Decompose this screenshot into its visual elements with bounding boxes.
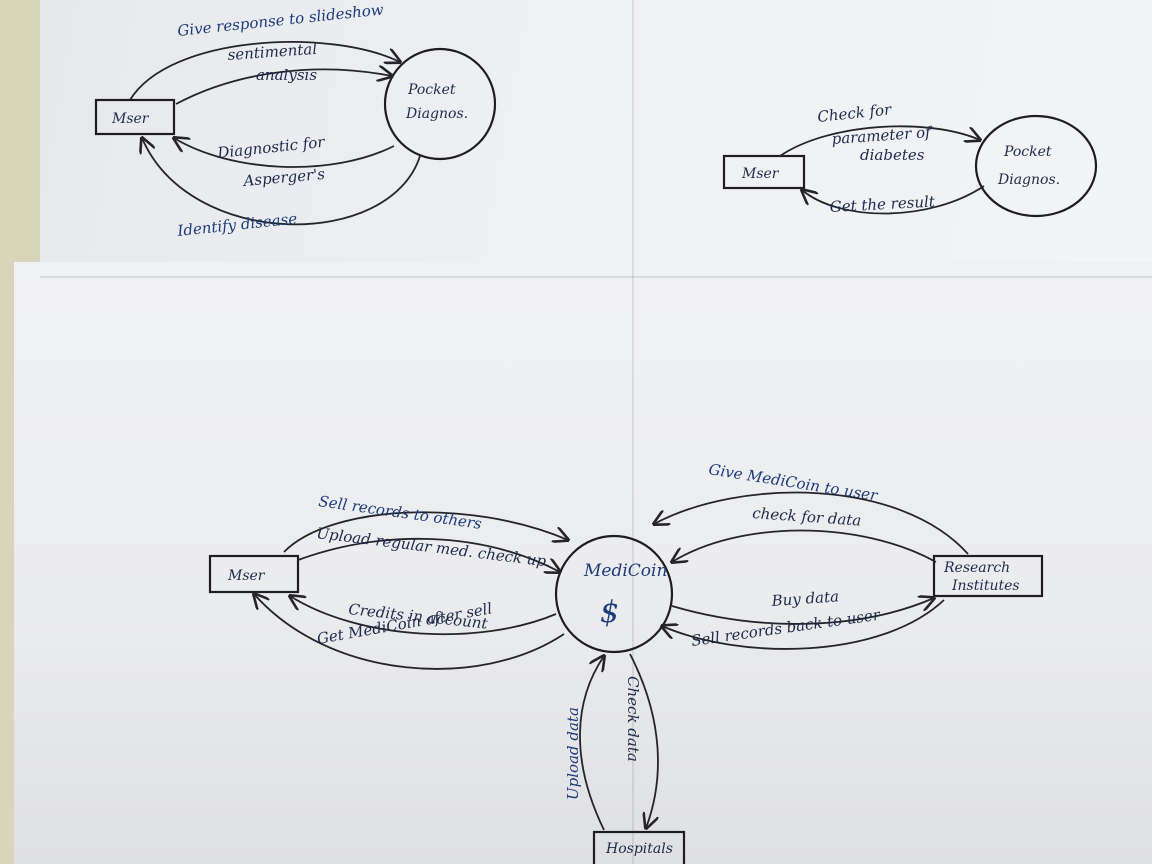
edge-label-sentimental-1: sentimental xyxy=(227,40,318,64)
user-node-2-label: Mser xyxy=(741,166,780,182)
research-label-2: Institutes xyxy=(951,578,1020,594)
edge-label-diagnostic-1: Diagnostic for xyxy=(216,133,327,162)
edge-sell-back xyxy=(662,599,945,650)
edge-label-check-2: parameter of xyxy=(831,123,934,148)
edge-label-diagnostic-2: Asperger's xyxy=(241,165,326,190)
edge-identify-disease xyxy=(142,138,421,226)
edge-upload-data xyxy=(579,656,604,831)
medicoin-node xyxy=(554,534,674,654)
edge-credits xyxy=(290,596,557,636)
edge-label-upload-data: Upload data xyxy=(564,707,582,800)
pocket-diagnos-node-2 xyxy=(974,114,1098,218)
edge-label-get-result: Get the result xyxy=(829,192,936,216)
edge-label-check-3: diabetes xyxy=(860,146,925,164)
edge-label-check-data: Check data xyxy=(624,676,642,762)
pocket-diagnos-2-label-2: Diagnos. xyxy=(997,172,1060,188)
edge-give-response xyxy=(129,41,400,101)
pocket-diagnos-node xyxy=(383,47,497,161)
pocket-diagnos-label-1: Pocket xyxy=(407,82,456,98)
edge-label-give-response: Give response to slideshow xyxy=(177,0,385,40)
edge-check-data xyxy=(629,653,659,828)
research-label-1: Research xyxy=(943,560,1010,576)
dollar-icon: $ xyxy=(600,595,619,630)
edge-give-medicoin xyxy=(654,491,969,555)
hospitals-node xyxy=(592,830,686,864)
diagram-top-left: Mser Pocket Diagnos. Give response to sl… xyxy=(94,0,497,241)
pocket-diagnos-label-2: Diagnos. xyxy=(405,106,468,122)
edge-get-result xyxy=(802,185,985,215)
edge-label-upload-regular: Upload regular med. check up. xyxy=(316,524,552,571)
edge-label-buy-data: Buy data xyxy=(770,587,840,610)
user-node-2 xyxy=(722,154,806,190)
edge-label-identify-disease: Identify disease xyxy=(176,210,299,241)
edge-check-parameter xyxy=(779,125,980,157)
edge-label-sentimental-2: analysis xyxy=(256,66,317,84)
edge-label-check-1: Check for xyxy=(817,100,893,126)
edge-buy-data xyxy=(671,598,934,625)
medicoin-label: MediCoin xyxy=(583,561,667,581)
user-node-3-label: Mser xyxy=(227,568,266,584)
edge-sell-records xyxy=(283,511,568,553)
research-institutes-node xyxy=(932,554,1044,598)
diagram-bottom: Mser MediCoin $ Research Institutes Hosp… xyxy=(208,460,1044,864)
paper-fold-vertical xyxy=(632,0,634,864)
edge-upload-regular xyxy=(297,537,560,572)
edge-get-medicoin xyxy=(254,594,565,670)
diagram-top-right: Mser Pocket Diagnos. Check for parameter… xyxy=(722,100,1098,218)
edge-check-for-data xyxy=(672,529,937,563)
user-node-label: Mser xyxy=(111,111,150,127)
hospitals-label: Hospitals xyxy=(605,841,673,857)
paper-fold-horizontal xyxy=(40,276,1152,278)
edge-sentimental-analysis xyxy=(175,69,392,105)
pocket-diagnos-2-label-1: Pocket xyxy=(1003,144,1052,160)
user-node xyxy=(94,98,176,136)
edge-label-check-for-data: check for data xyxy=(752,504,862,530)
edge-diagnostic xyxy=(174,138,395,168)
